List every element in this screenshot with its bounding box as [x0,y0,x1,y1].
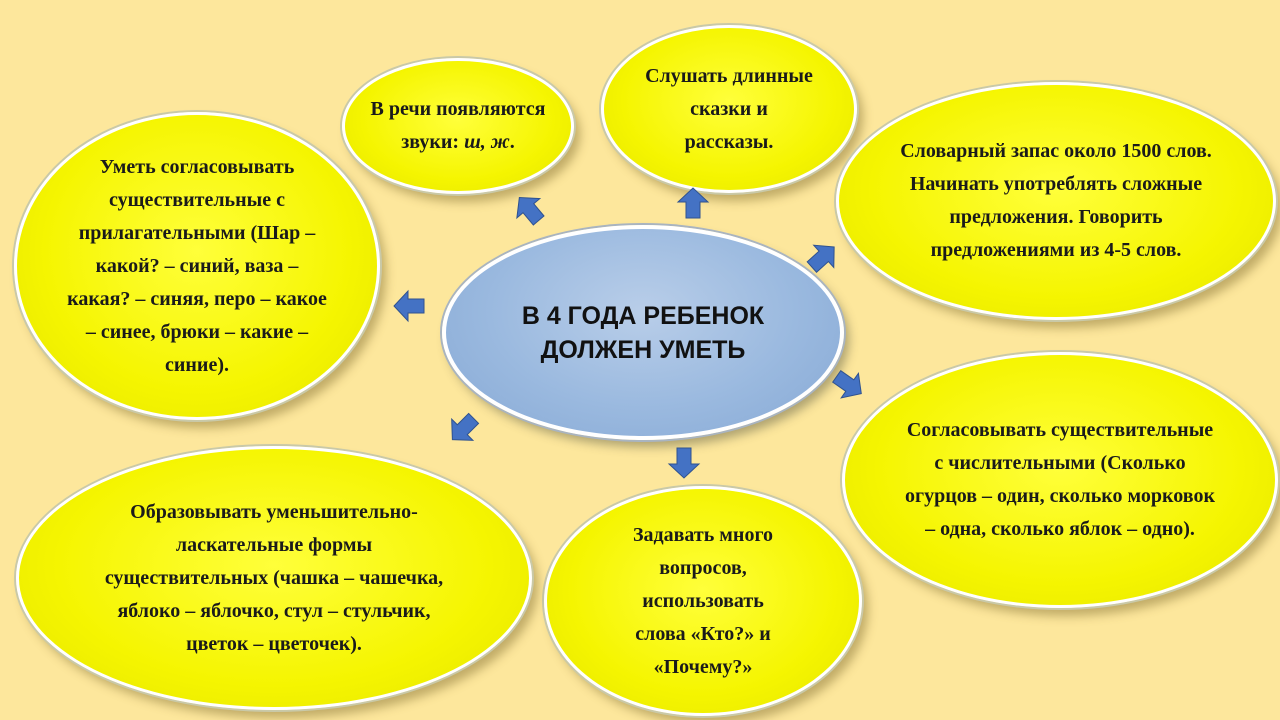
arrow-to-sounds-icon [505,185,553,233]
bubble-questions: Задавать много вопросов, использовать сл… [544,486,862,716]
bubble-listen: Слушать длинные сказки и рассказы. [601,25,857,193]
center-title: В 4 ГОДА РЕБЕНОК ДОЛЖЕН УМЕТЬ [521,301,765,364]
bubble-diminutives-text: Образовывать уменьшительно-ласкательные … [104,500,444,655]
arrow-to-questions-icon [667,446,701,480]
arrow-to-numerals-icon [825,361,872,408]
arrow-to-listen-icon [676,186,710,220]
bubble-sounds-text: В речи появляются звуки: ш, ж. [370,98,546,153]
center-node: В 4 ГОДА РЕБЕНОК ДОЛЖЕН УМЕТЬ [442,225,844,440]
bubble-listen-text: Слушать длинные сказки и рассказы. [645,64,813,153]
bubble-vocabulary-text: Словарный запас около 1500 слов. Начинат… [900,140,1212,261]
bubble-sounds: В речи появляются звуки: ш, ж. [342,58,574,194]
arrow-to-diminutives-icon [439,405,487,453]
bubble-adjectives: Уметь согласовывать существительные с пр… [14,112,380,420]
bubble-vocabulary: Словарный запас около 1500 слов. Начинат… [836,82,1276,320]
bubble-diminutives: Образовывать уменьшительно-ласкательные … [16,446,532,710]
bubble-adjectives-text: Уметь согласовывать существительные с пр… [67,155,327,376]
bubble-numerals: Согласовывать существительные с числител… [842,352,1278,608]
bubble-questions-text: Задавать много вопросов, использовать сл… [632,523,774,678]
arrow-to-vocabulary-icon [799,233,847,281]
bubble-numerals-text: Согласовывать существительные с числител… [905,419,1215,540]
arrow-to-adjectives-icon [392,289,426,323]
